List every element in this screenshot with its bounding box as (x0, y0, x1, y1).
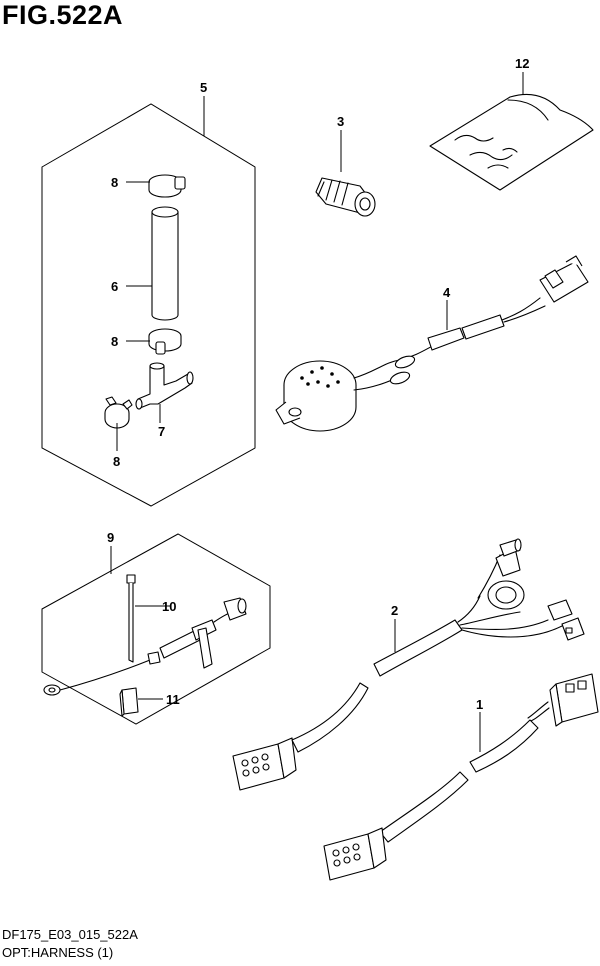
buzzer-harness[interactable] (275, 255, 589, 432)
callout-8-middle: 8 (111, 334, 118, 349)
main-harness[interactable] (232, 538, 585, 791)
callout-8-bottom: 8 (113, 454, 120, 469)
figure-name: OPT:HARNESS (1) (2, 945, 114, 960)
hose-clamp-top[interactable] (148, 174, 186, 198)
extension-harness[interactable] (323, 673, 599, 881)
callout-7: 7 (158, 424, 165, 439)
callout-6: 6 (111, 279, 118, 294)
connector-cap[interactable] (119, 687, 163, 717)
ground-harness[interactable] (43, 597, 247, 696)
figure-title: FIG.522A (2, 0, 124, 30)
callout-5: 5 (200, 80, 207, 95)
callout-8-top: 8 (111, 175, 118, 190)
tee-fitting[interactable] (135, 362, 194, 410)
parts-bag[interactable] (429, 72, 594, 191)
callout-12: 12 (515, 56, 529, 71)
callout-9: 9 (107, 530, 114, 545)
hose-clamp-bottom[interactable] (104, 396, 133, 429)
cable-tie[interactable] (126, 574, 170, 663)
grommet-part[interactable] (315, 130, 376, 217)
callout-4: 4 (443, 285, 451, 300)
group-box-9 (41, 533, 271, 725)
group-box-5 (41, 103, 256, 507)
hose-part[interactable] (151, 206, 179, 321)
figure-code: DF175_E03_015_522A (2, 927, 138, 942)
leaders-group-5 (116, 96, 205, 451)
callout-1: 1 (476, 697, 483, 712)
hose-clamp-middle[interactable] (148, 328, 182, 355)
callout-11: 11 (166, 692, 180, 707)
callout-3: 3 (337, 114, 344, 129)
callout-10: 10 (162, 599, 176, 614)
callout-2: 2 (391, 603, 398, 618)
